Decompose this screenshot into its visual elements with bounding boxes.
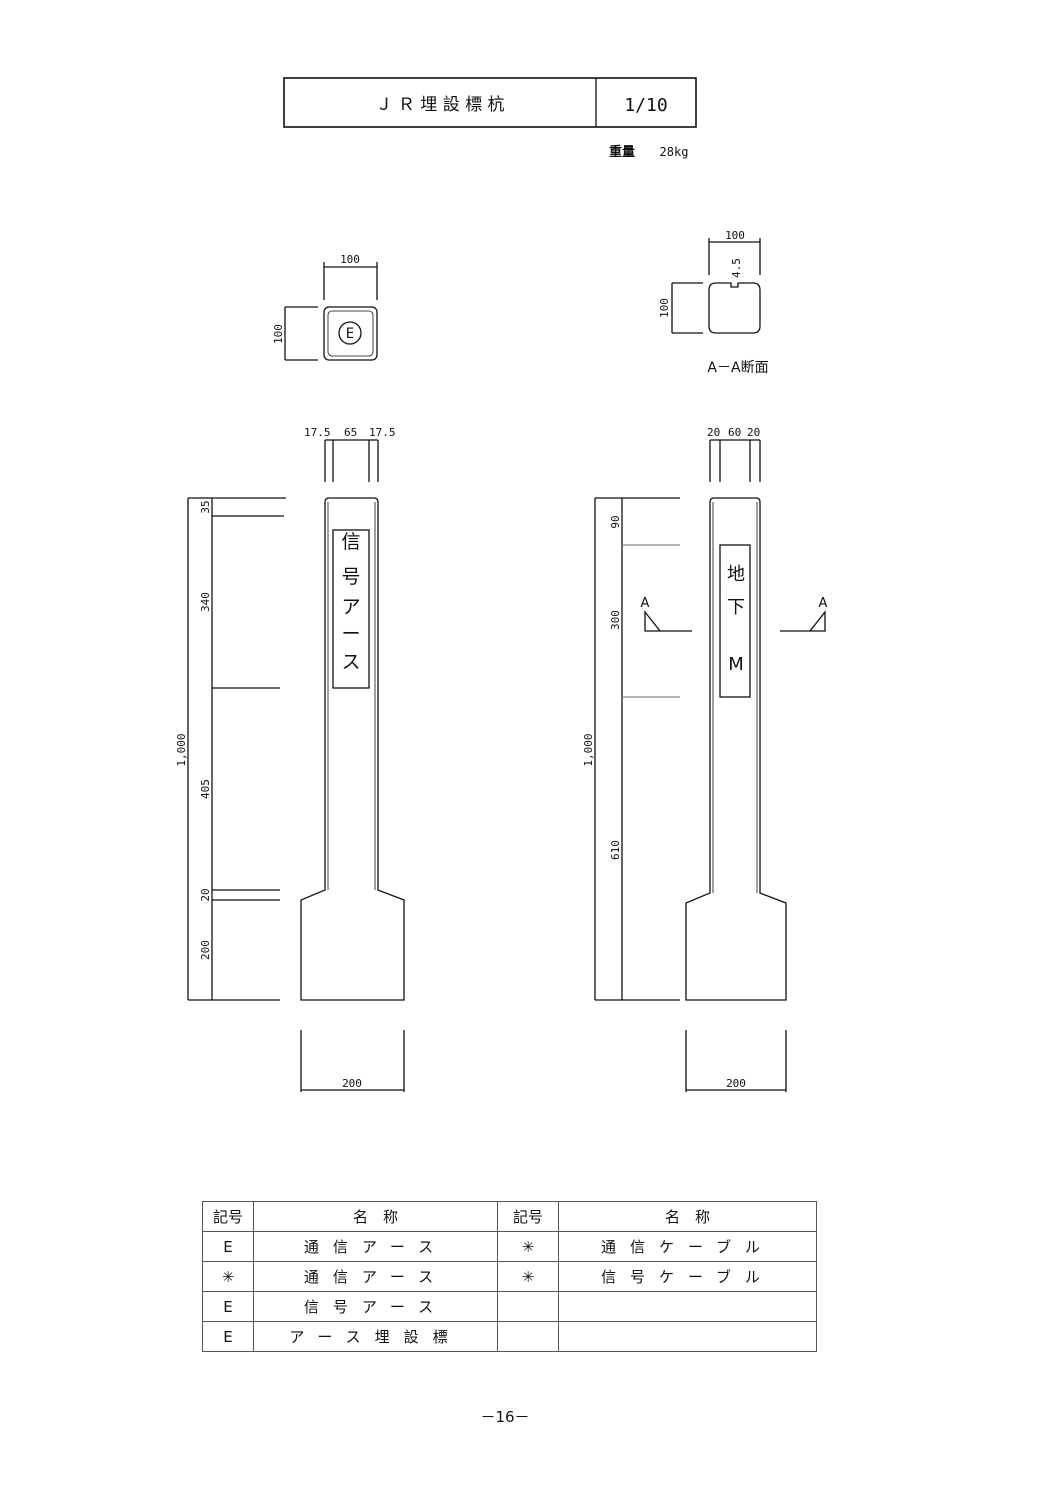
post-right: 20 60 20 地 下 M 90 300 610 1,000 A A 200: [582, 426, 828, 1092]
dim-total: 1,000: [175, 733, 188, 766]
plate-char: ー: [341, 623, 360, 645]
page-number: －16－: [480, 1408, 530, 1426]
earth-symbol: E: [346, 326, 354, 342]
table-row: ✳ 通信アース ✳ 信号ケーブル: [202, 1261, 817, 1292]
symbol-cell: ✳: [202, 1261, 254, 1292]
symbol-cell: E: [202, 1291, 254, 1322]
dim: 20: [707, 426, 720, 439]
symbol-cell: [497, 1291, 559, 1322]
dim: 65: [344, 426, 357, 439]
symbol-cell: ✳: [497, 1261, 559, 1292]
dim: 20: [199, 888, 212, 901]
dim: 60: [728, 426, 741, 439]
dim-notch: 4.5: [730, 258, 743, 278]
name-cell: 通信ケーブル: [558, 1231, 817, 1262]
dim: 20: [747, 426, 760, 439]
legend-table: 記号 名 称 記号 名 称 E 通信アース ✳ 通信ケーブル ✳ 通信アース ✳…: [202, 1201, 817, 1352]
plate-char: 信: [341, 531, 360, 553]
plate-char: 号: [341, 566, 360, 588]
name-cell: 通信アース: [253, 1261, 498, 1292]
table-header-row: 記号 名 称 記号 名 称: [202, 1201, 817, 1232]
name-cell: [558, 1291, 817, 1322]
plate-char: M: [728, 654, 744, 675]
dim-width: 100: [725, 229, 745, 242]
header-name: 名 称: [558, 1201, 817, 1232]
drawing-title: Ｊ Ｒ 埋 設 標 杭: [375, 95, 504, 115]
dim: 17.5: [369, 426, 396, 439]
section-mark-right: A: [819, 596, 828, 611]
post-left: 17.5 65 17.5 信 号 ア ー ス 1,000 35 340 405 …: [175, 426, 405, 1092]
symbol-cell: E: [202, 1231, 254, 1262]
dim: 405: [199, 779, 212, 799]
table-row: E 信号アース: [202, 1291, 817, 1322]
header-symbol: 記号: [497, 1201, 559, 1232]
dim: 300: [609, 610, 622, 630]
dim: 35: [199, 500, 212, 513]
name-cell: 信号アース: [253, 1291, 498, 1322]
dim-base: 200: [726, 1077, 746, 1090]
title-box: [283, 77, 697, 128]
drawing-scale: 1/10: [624, 95, 667, 116]
dim: 17.5: [304, 426, 331, 439]
dim-height: 100: [658, 298, 671, 318]
plate-char: ス: [341, 651, 360, 673]
weight-label: 重量: [609, 144, 635, 160]
name-cell: アース埋設標: [253, 1321, 498, 1352]
dim: 340: [199, 592, 212, 612]
dim-width: 100: [340, 253, 360, 266]
plate-char: ア: [341, 596, 360, 618]
table-row: E 通信アース ✳ 通信ケーブル: [202, 1231, 817, 1262]
header-name: 名 称: [253, 1201, 498, 1232]
dim-total: 1,000: [582, 733, 595, 766]
top-view-left: E 100 100: [272, 253, 378, 361]
plate-char: 地: [727, 564, 745, 585]
section-mark-left: A: [641, 596, 650, 611]
symbol-cell: E: [202, 1321, 254, 1352]
dim-base: 200: [342, 1077, 362, 1090]
symbol-cell: [497, 1321, 559, 1352]
dim: 90: [609, 515, 622, 528]
weight-value: 28kg: [660, 145, 689, 159]
section-caption: A－A断面: [707, 360, 768, 376]
dim-height: 100: [272, 324, 285, 344]
header-symbol: 記号: [202, 1201, 254, 1232]
plate-char: 下: [727, 597, 745, 618]
name-cell: 信号ケーブル: [558, 1261, 817, 1292]
symbol-cell: ✳: [497, 1231, 559, 1262]
section-view: 100 4.5 100 A－A断面: [658, 229, 769, 376]
name-cell: 通信アース: [253, 1231, 498, 1262]
table-row: E アース埋設標: [202, 1321, 817, 1352]
dim: 610: [609, 840, 622, 860]
name-cell: [558, 1321, 817, 1352]
dim: 200: [199, 940, 212, 960]
